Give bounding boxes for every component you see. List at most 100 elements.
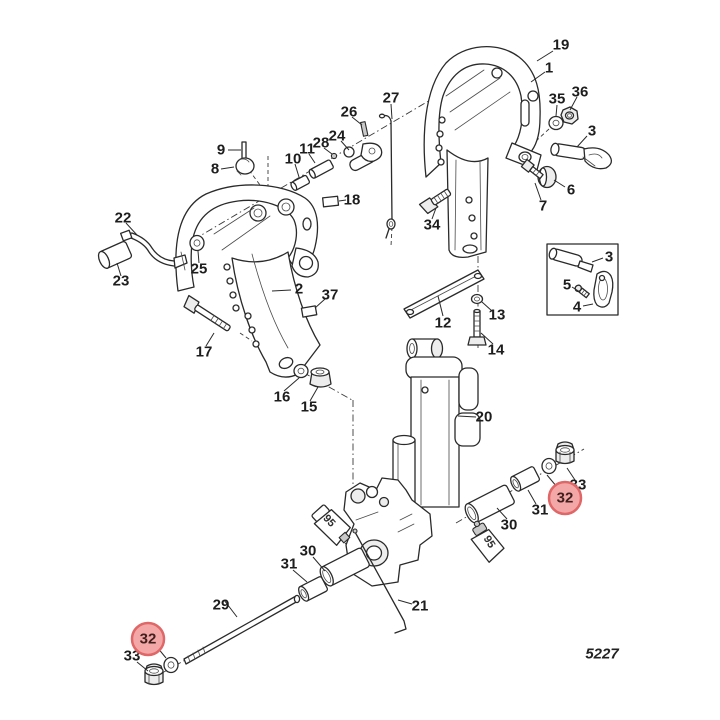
callout-18: 18 [344, 192, 361, 209]
leader-line [294, 163, 300, 178]
leader-line [571, 286, 581, 293]
trim-cylinder-20 [343, 338, 481, 587]
pin-9 [241, 141, 247, 161]
leader-line [223, 599, 238, 618]
leader-line [197, 250, 200, 264]
leader-line [481, 301, 493, 312]
grommet-8 [235, 157, 255, 176]
diagram-code: 5227 [585, 646, 619, 663]
callout-33: 33 [124, 648, 141, 665]
callout-24: 24 [329, 128, 346, 145]
leader-line [530, 71, 546, 83]
grease-tube-label: 95 [481, 534, 498, 551]
leader-line [569, 96, 578, 111]
callout-22: 22 [115, 210, 132, 227]
nut-33-left [144, 663, 164, 686]
leader-line [553, 179, 566, 188]
nut-36 [560, 106, 579, 125]
bushing-31-left [298, 576, 329, 602]
callout-27: 27 [383, 90, 400, 107]
callout-36: 36 [572, 84, 589, 101]
grease-tube-95-right [470, 520, 505, 563]
highlighted-callout-32[interactable]: 32 [547, 480, 583, 516]
leader-lines [116, 50, 604, 672]
ball-28 [330, 152, 338, 160]
screw-5 [574, 284, 590, 299]
callout-20: 20 [476, 409, 493, 426]
leader-line [271, 289, 292, 292]
link-24 [343, 142, 383, 172]
roller-6 [537, 165, 557, 189]
callout-29: 29 [213, 597, 230, 614]
callout-31: 31 [532, 502, 549, 519]
callout-25: 25 [191, 261, 208, 278]
latch-tip [577, 260, 594, 273]
callout-34: 34 [424, 217, 441, 234]
leader-line [576, 135, 588, 148]
callout-12: 12 [435, 315, 452, 332]
plate-37 [300, 305, 318, 318]
tilt-pin-3 [550, 142, 613, 170]
leader-line [457, 415, 477, 418]
leader-line [314, 298, 326, 309]
pin-11 [308, 159, 334, 179]
leader-line [309, 386, 319, 402]
callout-15: 15 [301, 399, 318, 416]
clamp-bracket-1 [423, 46, 542, 258]
leader-line [582, 303, 594, 307]
leader-line [390, 103, 393, 120]
washer-13 [470, 293, 484, 305]
callout-7: 7 [539, 198, 547, 215]
highlight-circle[interactable] [547, 480, 583, 516]
leader-line [323, 147, 333, 155]
callout-37: 37 [322, 287, 339, 304]
callout-23: 23 [113, 273, 130, 290]
callout-35: 35 [549, 91, 566, 108]
leader-line [205, 332, 215, 347]
bushing-23 [97, 240, 133, 269]
leader-line [116, 262, 122, 277]
highlighted-callout-32[interactable]: 32 [130, 621, 166, 657]
callout-11: 11 [299, 141, 315, 158]
washer-32-right [541, 457, 557, 475]
anchor-pin-3 [548, 247, 583, 267]
callout-31: 31 [281, 556, 298, 573]
leader-line [125, 222, 138, 236]
leader-line [292, 569, 308, 583]
callout-3: 3 [605, 249, 613, 266]
callout-14: 14 [488, 342, 505, 359]
leader-line [496, 507, 508, 520]
washer-32-left [163, 656, 179, 674]
leader-line [480, 332, 494, 345]
tube-30-left [319, 547, 370, 587]
sensor-rod-21 [352, 528, 407, 634]
callout-13: 13 [489, 307, 506, 324]
callout-16: 16 [274, 389, 291, 406]
leader-line [431, 207, 437, 220]
washer-16 [293, 363, 309, 379]
callout-8: 8 [211, 161, 219, 178]
link-rod-22 [120, 229, 188, 271]
leader-line [308, 153, 316, 164]
callout-10: 10 [285, 151, 302, 168]
callout-32: 32 [557, 490, 574, 507]
highlight-circle[interactable] [130, 621, 166, 657]
leader-line [312, 556, 326, 572]
plate-18 [321, 195, 340, 208]
leader-line [437, 295, 444, 317]
callout-6: 6 [567, 182, 575, 199]
callout-32: 32 [140, 631, 157, 648]
callout-30: 30 [501, 517, 518, 534]
leader-line [351, 116, 363, 126]
callout-21: 21 [412, 598, 429, 615]
bolt-17 [183, 294, 231, 332]
washer-25 [189, 234, 205, 252]
leader-line [220, 166, 235, 170]
callout-5: 5 [563, 277, 571, 294]
link-bar-12 [403, 269, 485, 319]
pin-26 [360, 121, 369, 137]
lever-4 [593, 270, 614, 308]
